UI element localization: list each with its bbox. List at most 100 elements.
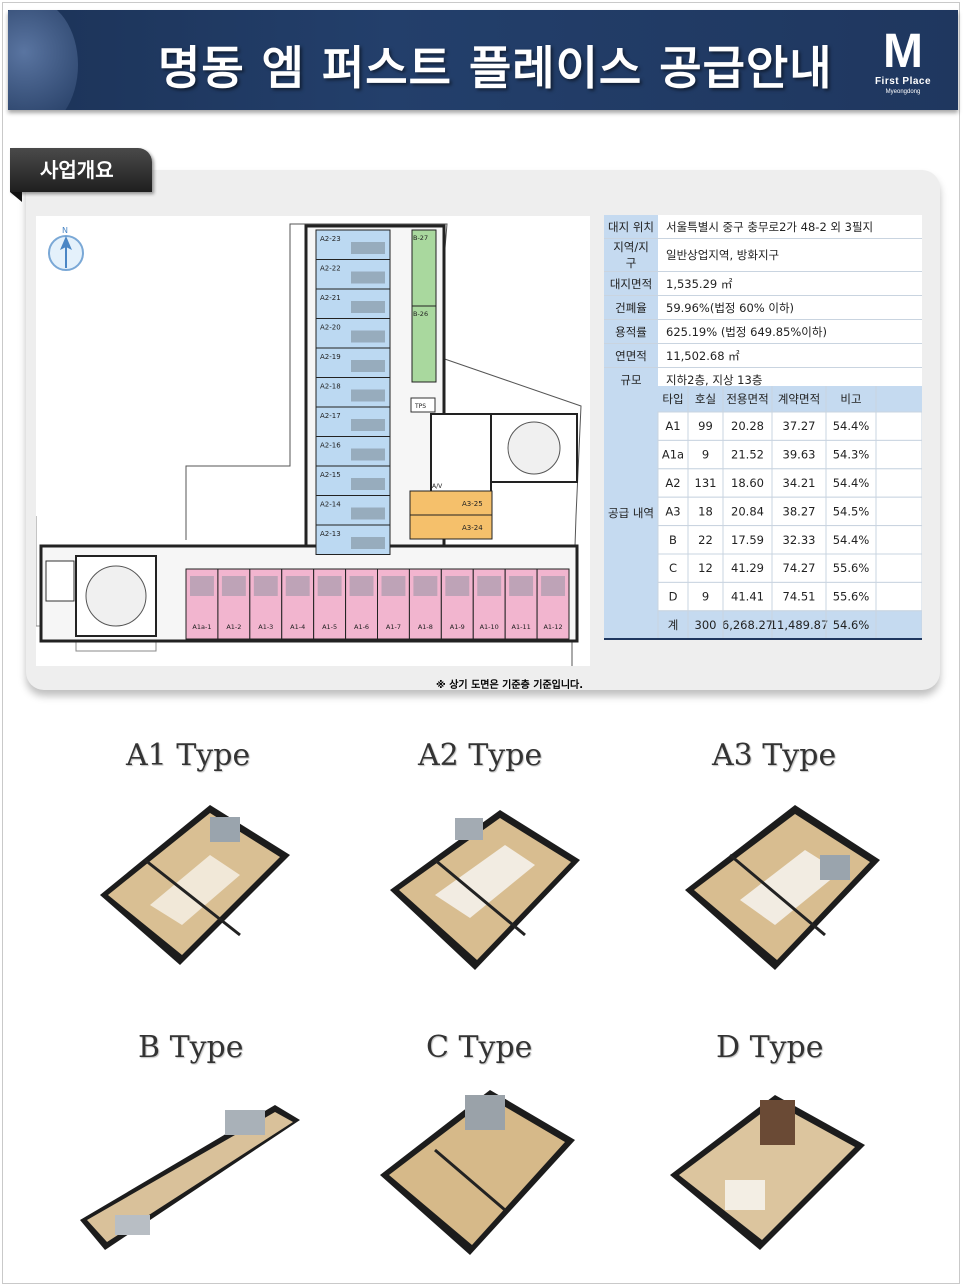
supply-label: 공급 내역	[608, 506, 654, 520]
supply-cell: 41.41	[731, 590, 764, 604]
supply-cell: 18.60	[731, 476, 764, 490]
d-type-3d-plan	[670, 1095, 865, 1250]
unit-a1	[536, 568, 570, 640]
tps-room	[410, 397, 436, 413]
unit-a2-label: A2-21	[320, 294, 341, 302]
unit-a1-fixture	[541, 576, 565, 596]
supply-cell: 37.27	[783, 419, 816, 433]
supply-cell: 17.59	[731, 533, 764, 547]
info-key: 지역/지구	[604, 238, 658, 272]
supply-cell: 9	[702, 590, 709, 604]
north-arrow-icon: N	[48, 226, 84, 271]
unit-a2-label: A2-16	[320, 442, 341, 450]
brand-logo: M First Place Myeongdong	[860, 28, 946, 108]
unit-b	[411, 305, 437, 383]
unit-a2-fixture	[351, 389, 385, 402]
supply-header-cell: 비고	[840, 392, 861, 406]
unit-a2-fixture	[351, 478, 385, 490]
unit-a1-fixture	[317, 576, 342, 596]
type-title-a2: A2 Type	[418, 738, 543, 773]
info-value: 서울특별시 중구 충무로2가 48-2 외 3필지	[658, 215, 922, 239]
unit-a1-fixture	[190, 576, 214, 596]
north-label: N	[62, 226, 68, 235]
info-value: 59.96%(법정 60% 이하)	[658, 295, 922, 320]
a1-type-3d-plan	[100, 805, 290, 965]
unit-a3-label: A3-25	[462, 500, 483, 508]
unit-a1-label: A1-9	[450, 623, 465, 631]
unit-a2-fixture	[351, 242, 385, 254]
supply-cell: A2	[665, 476, 680, 490]
supply-cell: 54.4%	[833, 419, 870, 433]
supply-cell: 20.84	[731, 504, 764, 518]
unit-a1-label: A1-6	[354, 623, 369, 631]
unit-a2-label: A2-17	[320, 412, 341, 420]
unit-a1-label: A1-4	[290, 623, 305, 631]
unit-a2-label: A2-13	[320, 530, 341, 538]
supply-total-cell: 11,489.87	[770, 618, 829, 632]
unit-a1-label: A1-2	[226, 623, 241, 631]
supply-header-cell: 타입	[662, 392, 683, 406]
supply-row	[657, 439, 923, 470]
type-title-a3: A3 Type	[712, 738, 837, 773]
west-elevator-shaft	[85, 565, 147, 627]
supply-cell: 131	[695, 476, 717, 490]
supply-cell: 74.51	[783, 590, 816, 604]
unit-a1	[472, 568, 506, 640]
supply-cell: 9	[702, 448, 709, 462]
unit-a1-fixture	[509, 576, 534, 596]
section-tab: 사업개요	[10, 148, 152, 202]
unit-a2-fixture	[351, 448, 385, 461]
unit-a1-label: A1-5	[322, 623, 337, 631]
info-value: 일반상업지역, 방화지구	[658, 238, 922, 272]
supply-cell: C	[669, 561, 677, 575]
unit-a2-fixture	[351, 360, 385, 372]
supply-cell: 41.29	[731, 561, 764, 575]
info-key: 용적률	[604, 319, 658, 344]
decorative-swoosh	[8, 10, 78, 110]
unit-a2-label: A2-19	[320, 353, 341, 361]
unit-a2-label: A2-15	[320, 471, 341, 479]
c-type-3d-plan	[380, 1090, 575, 1255]
supply-cell: 22	[698, 533, 713, 547]
info-value: 625.19% (법정 649.85%이하)	[658, 319, 922, 344]
info-value: 11,502.68 ㎡	[658, 343, 922, 368]
supply-row	[657, 553, 923, 583]
unit-a3-label: A3-24	[462, 524, 483, 532]
unit-a1-label: A1-3	[258, 623, 273, 631]
av-label: A/V	[432, 483, 443, 490]
supply-cell: A1a	[662, 448, 684, 462]
unit-a2-label: A2-22	[320, 265, 341, 273]
unit-a1	[408, 568, 442, 640]
supply-row	[657, 468, 923, 498]
supply-cell: 54.4%	[833, 476, 870, 490]
supply-cell: 54.5%	[833, 504, 870, 518]
supply-label-cell	[604, 386, 658, 640]
supply-cell: 99	[698, 419, 713, 433]
elevator-shaft	[507, 421, 561, 475]
unit-a3	[409, 514, 493, 540]
supply-header-cell: 전용면적	[726, 392, 768, 406]
unit-a2-label: A2-18	[320, 383, 341, 391]
b-type-3d-plan	[80, 1105, 300, 1250]
supply-cell: 12	[698, 561, 713, 575]
unit-a1	[377, 568, 410, 640]
unit-a1-fixture	[445, 576, 470, 596]
supply-cell: 39.63	[783, 448, 816, 462]
unit-a1-label: A1-11	[512, 623, 531, 631]
unit-a1-label: A1-12	[543, 623, 562, 631]
supply-header-cell: 호실	[695, 392, 716, 406]
type-title-b: B Type	[138, 1030, 244, 1065]
unit-a2-fixture	[351, 537, 385, 549]
info-value: 1,535.29 ㎡	[658, 271, 922, 296]
type-title-c: C Type	[426, 1030, 533, 1065]
unit-a2-fixture	[351, 507, 385, 520]
supply-cell: 54.4%	[833, 533, 870, 547]
unit-a2-fixture	[351, 330, 385, 343]
